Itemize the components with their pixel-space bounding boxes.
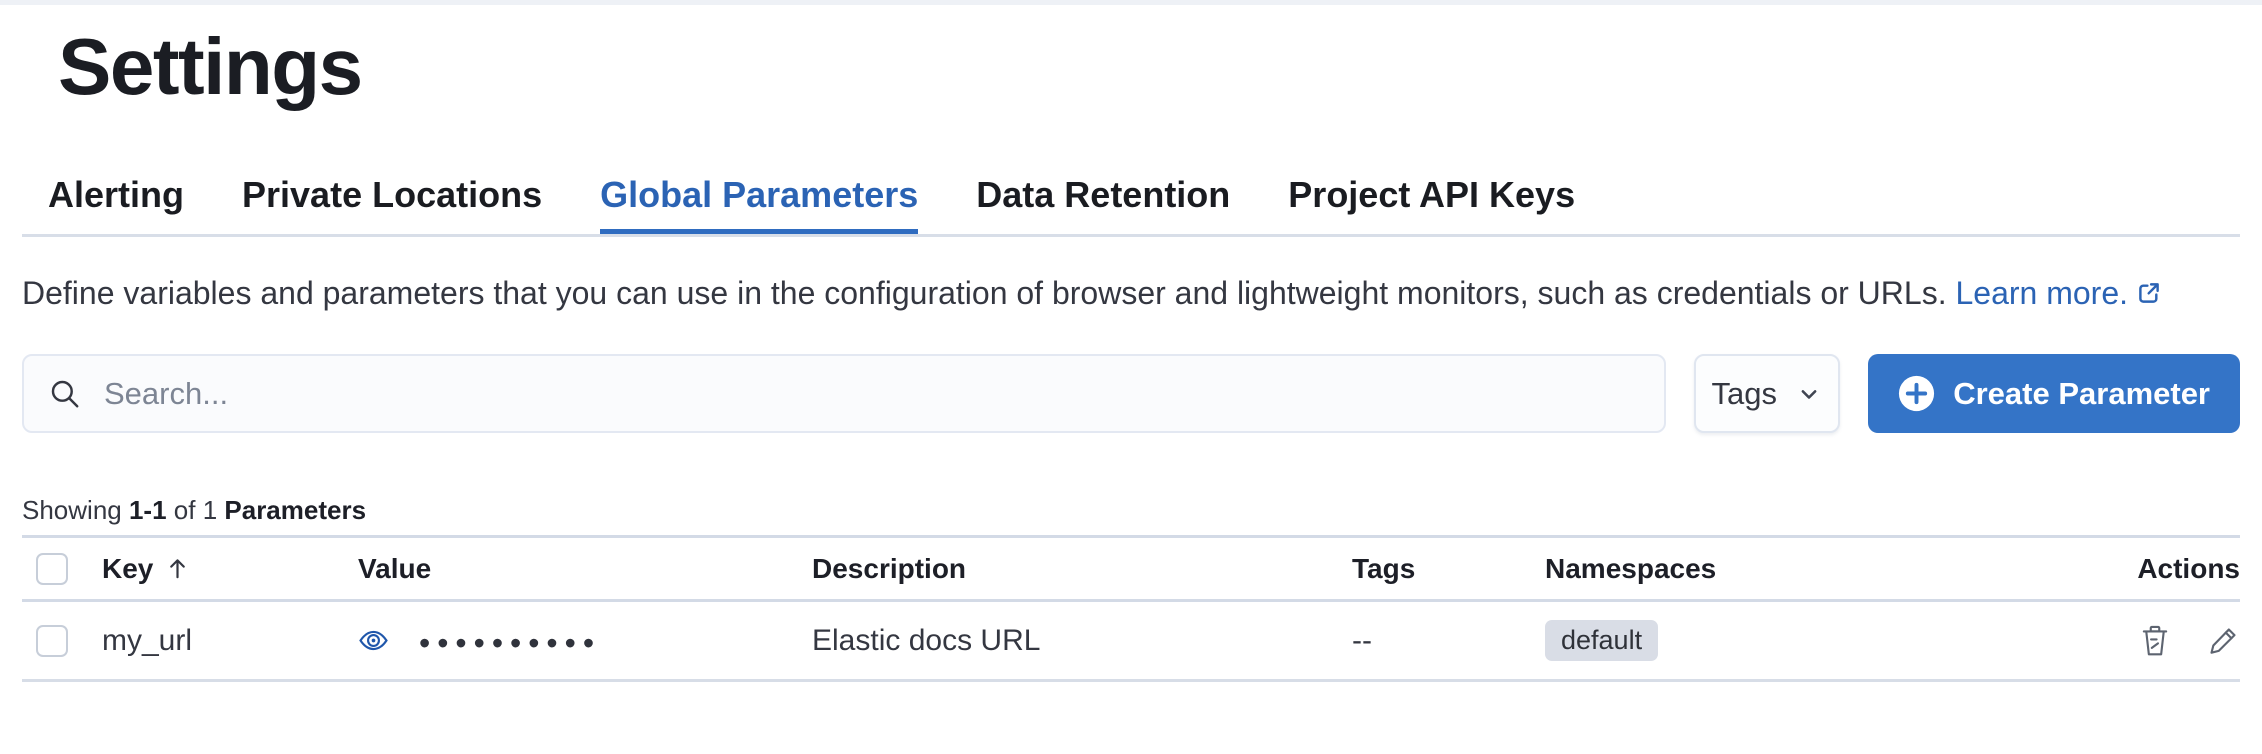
learn-more-link[interactable]: Learn more. [1955, 275, 2162, 311]
select-all-checkbox[interactable] [36, 552, 68, 585]
page-description: Define variables and parameters that you… [22, 271, 2240, 315]
column-header-description: Description [812, 552, 967, 584]
create-parameter-button[interactable]: Create Parameter [1868, 354, 2240, 433]
namespace-badge: default [1545, 620, 1659, 661]
delete-parameter-button[interactable] [2138, 624, 2172, 658]
top-edge-strip [0, 0, 2262, 5]
tab-project-api-keys[interactable]: Project API Keys [1288, 174, 1576, 215]
parameter-description: Elastic docs URL [812, 623, 1041, 657]
column-header-key[interactable]: Key [102, 553, 358, 585]
tags-filter-button[interactable]: Tags [1694, 354, 1841, 433]
table-header-row: Key Value Description Tags Namespaces Ac… [22, 538, 2240, 602]
search-box[interactable] [22, 354, 1667, 433]
tab-alerting[interactable]: Alerting [48, 174, 185, 215]
column-header-namespaces: Namespaces [1545, 552, 1717, 584]
pencil-icon [2210, 627, 2236, 654]
summary-entity: Parameters [224, 495, 367, 525]
plus-in-circle-icon [1899, 375, 1935, 412]
search-input[interactable] [104, 375, 1641, 412]
table-row: my_url •••••••••• Elastic docs URL -- de… [22, 602, 2240, 682]
trash-icon [2142, 625, 2168, 655]
tab-data-retention[interactable]: Data Retention [976, 174, 1231, 215]
row-checkbox[interactable] [36, 624, 68, 657]
settings-page: Settings Alerting Private Locations Glob… [0, 25, 2262, 682]
tab-private-locations[interactable]: Private Locations [242, 174, 543, 215]
settings-tabs: Alerting Private Locations Global Parame… [22, 177, 2240, 237]
external-link-icon [2139, 283, 2159, 303]
edit-parameter-button[interactable] [2206, 624, 2240, 658]
eye-icon [359, 630, 388, 651]
summary-range: 1-1 [128, 495, 167, 525]
parameters-table: Key Value Description Tags Namespaces Ac… [22, 535, 2240, 682]
parameters-toolbar: Tags Create Parameter [22, 354, 2240, 433]
search-icon [51, 380, 79, 407]
tab-global-parameters[interactable]: Global Parameters [600, 177, 919, 234]
parameter-key: my_url [102, 623, 193, 657]
results-summary: Showing 1-1 of 1 Parameters [22, 495, 367, 525]
column-header-value: Value [358, 552, 432, 584]
parameter-tags: -- [1352, 623, 1372, 657]
masked-value: •••••••••• [419, 624, 602, 661]
column-header-tags: Tags [1352, 552, 1416, 584]
column-header-actions: Actions [2137, 552, 2240, 584]
page-title: Settings [58, 22, 363, 111]
sort-ascending-icon [170, 559, 186, 579]
chevron-down-icon [1801, 389, 1817, 399]
description-text: Define variables and parameters that you… [22, 275, 1947, 311]
reveal-value-button[interactable] [358, 625, 389, 656]
